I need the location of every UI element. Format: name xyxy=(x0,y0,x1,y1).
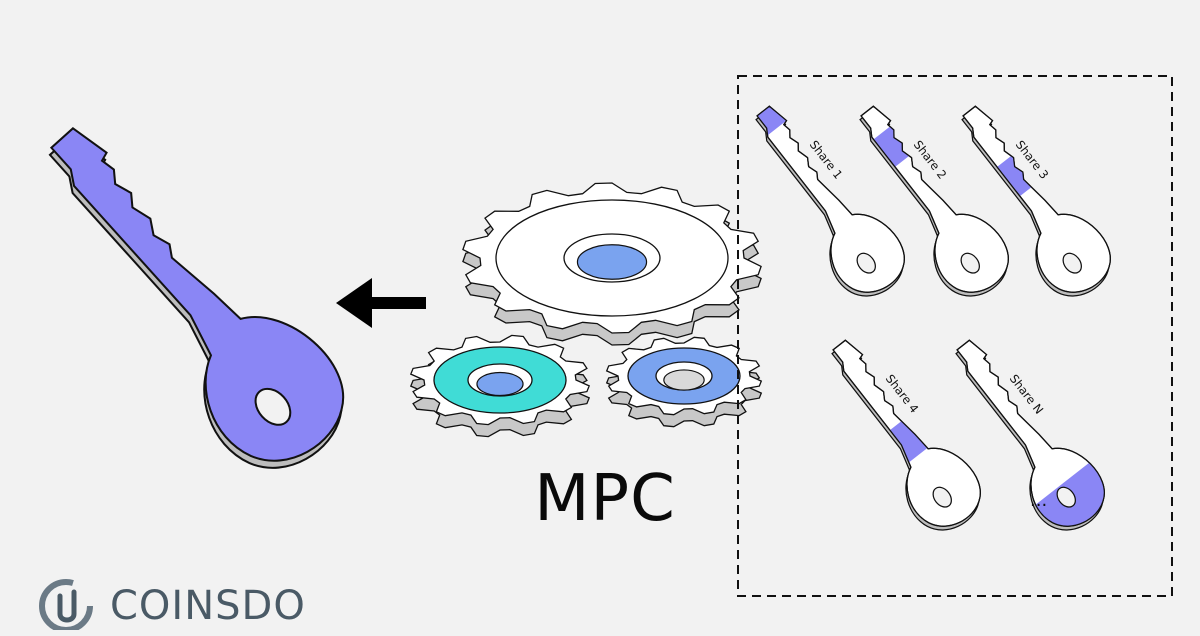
shares-box xyxy=(737,75,1173,597)
brand-logo: COINSDO xyxy=(100,576,306,636)
combined-key-icon xyxy=(1,102,369,496)
brand-name: COINSDO xyxy=(110,583,306,629)
arrow-left-icon xyxy=(336,278,426,328)
ellipsis: ... xyxy=(1030,490,1048,511)
large-gear-icon xyxy=(462,182,762,346)
mpc-gears xyxy=(409,182,763,438)
teal-gear-icon xyxy=(409,334,591,438)
coinsdo-logo-icon xyxy=(39,579,93,630)
blue-gear-icon xyxy=(605,336,763,428)
share-key-5: Share N xyxy=(928,327,1118,545)
mpc-label: MPC xyxy=(534,462,676,536)
